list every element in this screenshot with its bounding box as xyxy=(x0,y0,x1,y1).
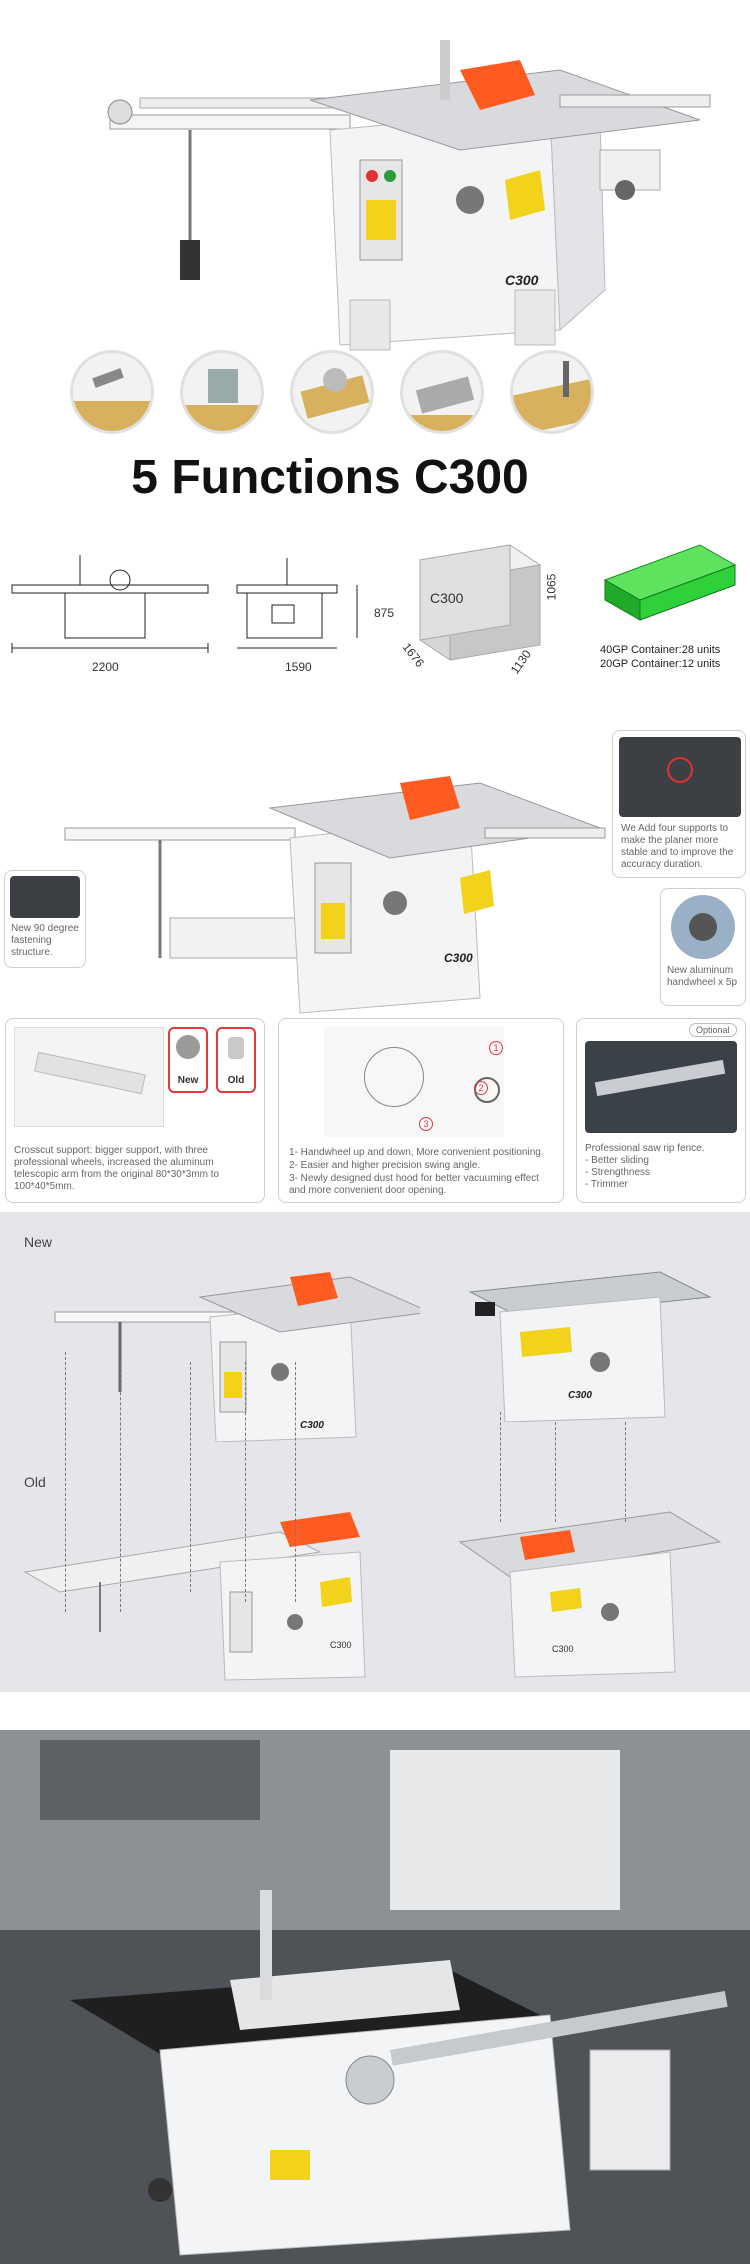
handwheel-photo xyxy=(671,895,735,959)
old-machine-left xyxy=(23,1512,366,1681)
functions-title: 5 Functions C300 xyxy=(131,451,529,504)
new-machine-right xyxy=(468,1271,712,1422)
callout-handwheel: New aluminum handwheel x 5p xyxy=(660,888,746,1006)
fastening-text: New 90 degree fastening structure. xyxy=(11,923,79,958)
old-machine-right xyxy=(458,1511,722,1678)
planer-support-text: We Add four supports to make the planer … xyxy=(621,823,734,870)
function-icon-sawing xyxy=(290,350,374,434)
dimensions-section: 2200 1590 875 C300 1676 1130 1065 40GP C… xyxy=(0,530,750,680)
crosscut-text: Crosscut support: bigger support, with t… xyxy=(14,1145,220,1192)
function-icons-row xyxy=(70,350,690,445)
container-graphic xyxy=(603,544,737,621)
new-wheel-label: New xyxy=(177,1075,199,1086)
optional-badge: Optional xyxy=(689,1023,737,1037)
fence-item-3: - Trimmer xyxy=(585,1179,628,1190)
compare-old-label: Old xyxy=(24,1474,46,1490)
old-wheel-card: Old xyxy=(216,1027,256,1093)
photo-machine xyxy=(70,1890,728,2256)
fence-item-2: - Strengthness xyxy=(585,1167,651,1178)
package-box xyxy=(418,544,542,661)
list-item-2: 2- Easier and higher precision swing ang… xyxy=(289,1160,481,1171)
feature-machine-illustration xyxy=(64,776,606,1014)
saw-drawing xyxy=(324,1027,504,1137)
crosscut-box: New Old Crosscut support: bigger support… xyxy=(5,1018,265,1203)
old-mark-b: C300 xyxy=(552,1644,574,1654)
container-40gp: 40GP Container:28 units xyxy=(600,644,721,656)
box-dim-c: 1065 xyxy=(544,573,559,601)
container-20gp: 20GP Container:12 units xyxy=(600,658,721,670)
dim-width: 1590 xyxy=(285,660,312,674)
function-icon-mortising xyxy=(510,350,594,434)
function-icon-moulding xyxy=(400,350,484,434)
handwheel-list-box: 1 2 3 1- Handwheel up and down, More con… xyxy=(278,1018,564,1203)
features-section: C300 We Add four supports to make the pl… xyxy=(0,728,750,1208)
handwheel-text: New aluminum handwheel x 5p xyxy=(667,965,738,988)
workshop-photo xyxy=(0,1730,750,2264)
marker-1: 1 xyxy=(489,1041,503,1055)
old-wheel-label: Old xyxy=(227,1075,245,1086)
callout-fastening: New 90 degree fastening structure. xyxy=(4,870,86,968)
fence-title: Professional saw rip fence. xyxy=(585,1143,705,1154)
box-label: C300 xyxy=(430,590,464,606)
hero-machine-illustration xyxy=(107,40,711,351)
crosscut-drawing xyxy=(14,1027,164,1127)
marker-3: 3 xyxy=(419,1117,433,1131)
marker-2: 2 xyxy=(474,1081,488,1095)
comparison-section: New Old C300 C300 C300 C300 xyxy=(0,1212,750,1692)
fastening-photo xyxy=(10,876,80,918)
list-item-1: 1- Handwheel up and down, More convenien… xyxy=(289,1147,544,1158)
function-icon-planing xyxy=(70,350,154,434)
old-mark-a: C300 xyxy=(330,1640,352,1650)
hero-section: C300 xyxy=(0,0,750,355)
list-item-3: 3- Newly designed dust hood for better v… xyxy=(289,1173,539,1196)
rip-fence-photo xyxy=(585,1041,737,1133)
compare-new-label: New xyxy=(24,1234,53,1250)
new-mark-a: C300 xyxy=(300,1420,324,1431)
new-machine-left xyxy=(54,1272,420,1442)
rip-fence-box: Optional Professional saw rip fence. - B… xyxy=(576,1018,746,1203)
dim-length: 2200 xyxy=(92,660,119,674)
side-view-drawing xyxy=(236,558,358,649)
planer-support-photo xyxy=(619,737,741,817)
new-mark-b: C300 xyxy=(568,1390,592,1401)
dim-height: 875 xyxy=(374,606,395,620)
new-wheel-card: New xyxy=(168,1027,208,1093)
function-icon-thicknessing xyxy=(180,350,264,434)
front-view-drawing xyxy=(11,555,209,653)
callout-planer-supports: We Add four supports to make the planer … xyxy=(612,730,746,878)
hero-model-mark: C300 xyxy=(505,272,539,288)
feature-model-mark: C300 xyxy=(444,951,473,965)
fence-item-1: - Better sliding xyxy=(585,1155,649,1166)
